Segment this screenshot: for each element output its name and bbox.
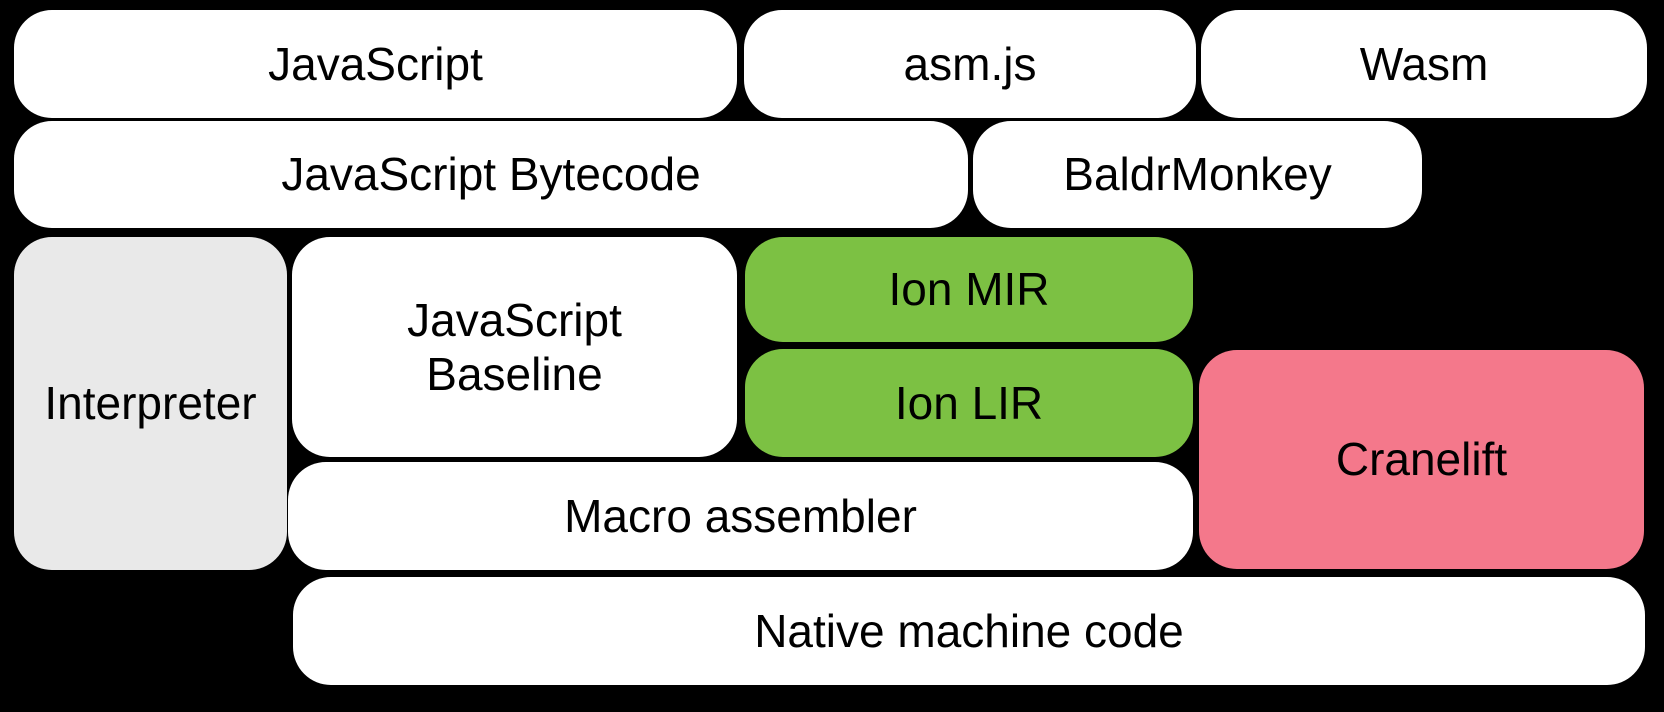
box-javascript: JavaScript [14,10,737,118]
box-asmjs-label: asm.js [903,37,1037,90]
box-javascript-baseline-label: JavaScript Baseline [407,293,622,400]
box-wasm: Wasm [1201,10,1647,118]
box-native-machine-code: Native machine code [293,577,1645,685]
box-interpreter: Interpreter [14,237,287,570]
box-ion-mir: Ion MIR [745,237,1193,342]
box-macro-assembler: Macro assembler [288,462,1193,570]
box-native-machine-code-label: Native machine code [754,604,1184,657]
box-interpreter-label: Interpreter [44,377,257,430]
box-baldrmonkey-label: BaldrMonkey [1063,148,1332,201]
box-javascript-bytecode-label: JavaScript Bytecode [281,148,701,201]
box-macro-assembler-label: Macro assembler [564,489,917,542]
box-cranelift-label: Cranelift [1335,433,1508,486]
box-ion-lir: Ion LIR [745,349,1193,457]
box-baldrmonkey: BaldrMonkey [973,121,1422,228]
box-asmjs: asm.js [744,10,1196,118]
box-javascript-bytecode: JavaScript Bytecode [14,121,968,228]
box-cranelift: Cranelift [1199,350,1644,569]
box-wasm-label: Wasm [1359,37,1489,90]
box-ion-lir-label: Ion LIR [894,376,1044,429]
box-javascript-baseline: JavaScript Baseline [292,237,737,457]
box-ion-mir-label: Ion MIR [888,263,1050,316]
box-javascript-label: JavaScript [268,37,483,90]
